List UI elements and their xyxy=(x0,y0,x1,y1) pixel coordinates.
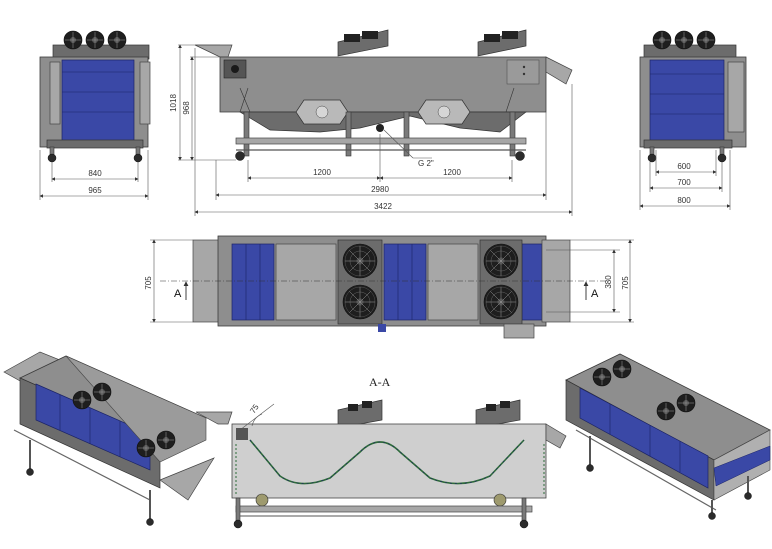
dim-pitch-right: 1200 xyxy=(443,168,461,177)
main-housing xyxy=(219,56,547,113)
section-marker-left: A xyxy=(174,288,182,300)
iso-left-belt xyxy=(35,383,151,471)
caster-wheel-icon xyxy=(47,153,57,163)
dim-inner: 600 xyxy=(677,162,691,171)
top-view: A A 705 705 380 xyxy=(144,235,634,339)
dim-angle: 75 xyxy=(248,402,261,415)
dim-width-left: 705 xyxy=(144,276,153,290)
caster-wheel-icon xyxy=(26,468,34,476)
caster-wheel-icon xyxy=(647,153,657,163)
dim-pitch-left: 1200 xyxy=(313,168,331,177)
caster-wheel-icon xyxy=(744,492,752,500)
left-side-view: 840 965 xyxy=(39,30,151,200)
dim-middle: 700 xyxy=(677,178,691,187)
right-side-view: 600 700 800 xyxy=(639,30,747,210)
outfeed-chute xyxy=(545,56,573,85)
top-fan-icon xyxy=(483,243,519,279)
caster-wheel-icon xyxy=(515,151,525,161)
sprocket-icon xyxy=(255,493,269,507)
iso-view-left xyxy=(3,351,215,526)
dim-frame-length: 2980 xyxy=(371,185,389,194)
iso-left-fan-icon xyxy=(156,430,176,450)
top-fan-icon xyxy=(483,284,519,320)
iso-view-right xyxy=(565,353,771,520)
top-belt-left xyxy=(231,243,275,321)
caster-wheel-icon xyxy=(519,519,529,529)
dim-belt: 380 xyxy=(604,275,613,289)
iso-left-fan-icon xyxy=(92,382,112,402)
dim-total-height: 1018 xyxy=(169,94,178,112)
caster-wheel-icon xyxy=(586,464,594,472)
drain-icon xyxy=(376,124,384,132)
iso-left-fan-icon xyxy=(136,438,156,458)
front-view: G 2" 1018 968 1200 1200 2980 3422 xyxy=(169,29,573,216)
caster-wheel-icon xyxy=(133,153,143,163)
right-side-fan-icon xyxy=(696,30,716,50)
section-infeed-chute xyxy=(195,411,233,425)
iso-left-fan-icon xyxy=(72,390,92,410)
iso-right-belt xyxy=(579,387,709,489)
top-fan-icon xyxy=(342,284,378,320)
section-housing xyxy=(231,423,547,499)
left-side-fan-icon xyxy=(85,30,105,50)
section-view: A-A 75 xyxy=(195,375,567,529)
section-marker-right: A xyxy=(591,288,599,300)
right-belt xyxy=(649,59,725,143)
top-belt-middle xyxy=(383,243,427,321)
section-title: A-A xyxy=(369,375,391,389)
left-side-fan-icon xyxy=(63,30,83,50)
base-frame xyxy=(235,137,527,145)
sprocket-icon xyxy=(493,493,507,507)
caster-wheel-icon xyxy=(708,512,716,520)
caster-wheel-icon xyxy=(717,153,727,163)
caster-wheel-icon xyxy=(146,518,154,526)
dim-outer: 800 xyxy=(677,196,691,205)
iso-right-fan-icon xyxy=(676,393,696,413)
right-side-fan-icon xyxy=(674,30,694,50)
left-side-fan-icon xyxy=(107,30,127,50)
dim-track-width: 840 xyxy=(88,169,102,178)
iso-right-fan-icon xyxy=(612,359,632,379)
dim-overall-width: 965 xyxy=(88,186,102,195)
top-fan-icon xyxy=(342,243,378,279)
dim-width-right: 705 xyxy=(621,276,630,290)
iso-right-fan-icon xyxy=(656,401,676,421)
caster-wheel-icon xyxy=(235,151,245,161)
caster-wheel-icon xyxy=(233,519,243,529)
dim-inner-height: 968 xyxy=(182,101,191,115)
iso-left-outfeed xyxy=(159,457,215,501)
iso-right-fan-icon xyxy=(592,367,612,387)
right-side-fan-icon xyxy=(652,30,672,50)
drain-label: G 2" xyxy=(418,159,434,168)
dim-overall-length: 3422 xyxy=(374,202,392,211)
infeed-chute xyxy=(194,44,233,58)
left-belt xyxy=(61,59,135,143)
